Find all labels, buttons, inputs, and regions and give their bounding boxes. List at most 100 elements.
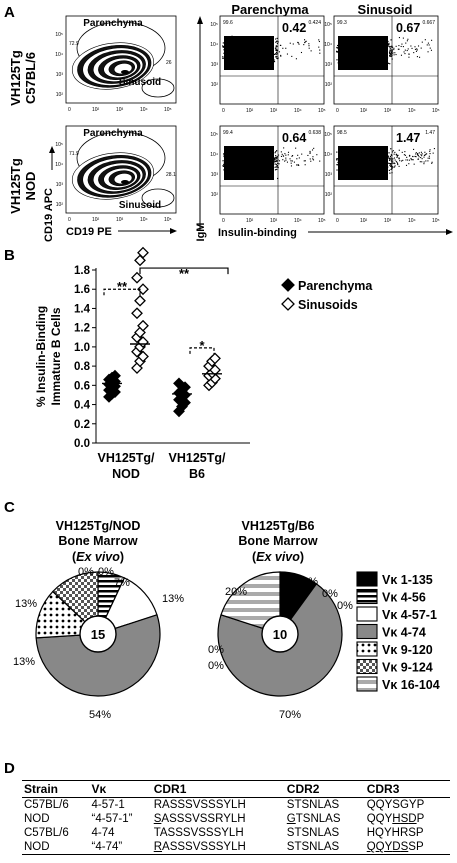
dot-point xyxy=(222,42,224,44)
dot-point xyxy=(363,43,366,45)
dot-point-binding xyxy=(393,153,395,155)
dot-point xyxy=(242,154,244,156)
dot-point xyxy=(380,62,383,64)
dot-point-binding xyxy=(415,152,417,154)
dot-point xyxy=(267,174,269,176)
dot-point-binding xyxy=(427,42,429,44)
dot-point xyxy=(348,163,350,165)
dot-point xyxy=(366,151,368,153)
dot-point xyxy=(369,45,371,47)
dot-point-binding xyxy=(396,156,398,158)
dot-point-binding xyxy=(304,41,306,43)
dot-point xyxy=(363,151,365,153)
dot-point xyxy=(357,158,360,160)
dot-point xyxy=(246,161,248,164)
dot-point xyxy=(371,146,373,148)
dot-point xyxy=(346,158,348,161)
dot-point xyxy=(351,149,354,152)
dot-point xyxy=(383,51,385,53)
dot-point xyxy=(248,61,250,64)
dot-point xyxy=(244,41,246,43)
dot-point xyxy=(234,44,236,46)
dot-point xyxy=(381,153,384,156)
dot-point xyxy=(236,46,238,48)
dot-point xyxy=(369,57,371,59)
pie-percent-label: 0% xyxy=(337,600,353,612)
dot-point xyxy=(248,45,250,47)
dot-point-binding xyxy=(393,49,395,51)
dot-point-binding xyxy=(397,164,399,166)
dot-point-binding xyxy=(275,53,277,55)
dot-point xyxy=(226,161,228,163)
dot-point-binding xyxy=(390,157,392,159)
facs-y-tick-label: 10⁵ xyxy=(55,32,63,38)
dot-point xyxy=(270,57,273,60)
dot-point xyxy=(373,167,375,169)
dot-point xyxy=(347,45,349,47)
dot-point xyxy=(268,158,270,160)
dot-point xyxy=(226,38,228,40)
dot-point xyxy=(224,158,227,160)
dot-point xyxy=(341,62,343,65)
facs-y-axis-label: CD19 APC xyxy=(43,188,55,242)
dot-point-binding xyxy=(318,39,320,41)
table-cell: 4-57-1 xyxy=(91,799,125,811)
dot-point xyxy=(225,170,228,172)
sinusoid-point xyxy=(137,319,149,332)
dot-point xyxy=(388,157,390,160)
dot-point xyxy=(378,45,380,47)
dot-point xyxy=(347,168,349,170)
dot-point xyxy=(226,158,228,160)
dot-point xyxy=(373,50,375,52)
dot-point-binding xyxy=(276,160,278,162)
dot-point xyxy=(232,59,234,61)
dot-point xyxy=(245,156,247,158)
dot-point xyxy=(252,167,254,170)
dot-point xyxy=(265,53,267,55)
dot-point xyxy=(360,169,362,171)
dot-point-binding xyxy=(417,158,419,160)
dot-point xyxy=(360,48,362,50)
dot-point xyxy=(242,41,244,44)
dot-point xyxy=(378,55,380,57)
dot-point xyxy=(263,47,265,49)
x-tick-label: 10⁵ xyxy=(318,218,326,224)
dot-point-binding xyxy=(280,151,282,153)
dot-point xyxy=(231,57,233,59)
gate-label-sinusoid-b6: Sinusoid xyxy=(119,77,161,88)
sig-bracket-b6-label: * xyxy=(199,338,205,353)
x-tick-label: 10² xyxy=(246,218,254,224)
dot-point xyxy=(264,155,266,157)
group-label-line2: B6 xyxy=(189,467,205,481)
dot-point xyxy=(364,39,366,41)
dot-point xyxy=(246,50,249,52)
dot-point xyxy=(276,42,279,45)
facs-x-tick-label: 10³ xyxy=(116,107,124,113)
dot-point xyxy=(358,42,360,44)
dot-point xyxy=(346,51,348,53)
sig-bracket-between-label: ** xyxy=(179,266,190,281)
dot-point xyxy=(371,45,374,47)
dot-point-binding xyxy=(407,48,409,50)
x-tick-label: 10⁴ xyxy=(294,108,302,114)
dot-point xyxy=(372,152,374,155)
dot-point xyxy=(273,166,275,168)
dot-point xyxy=(258,57,260,59)
dot-point xyxy=(228,40,230,42)
dot-point xyxy=(342,65,345,67)
dot-point xyxy=(249,45,251,47)
dot-point xyxy=(230,54,232,56)
dot-point xyxy=(249,47,251,50)
dot-point xyxy=(355,155,358,157)
dot-point xyxy=(378,41,380,43)
dot-point xyxy=(265,156,267,158)
row2-label-line1: VH125Tg xyxy=(8,158,23,214)
dot-point xyxy=(274,158,276,160)
dot-point xyxy=(224,162,227,164)
contour-core xyxy=(121,70,129,74)
dot-point-binding xyxy=(275,156,277,158)
dot-point xyxy=(337,51,339,53)
dot-point xyxy=(352,171,354,173)
dot-point xyxy=(244,169,246,171)
